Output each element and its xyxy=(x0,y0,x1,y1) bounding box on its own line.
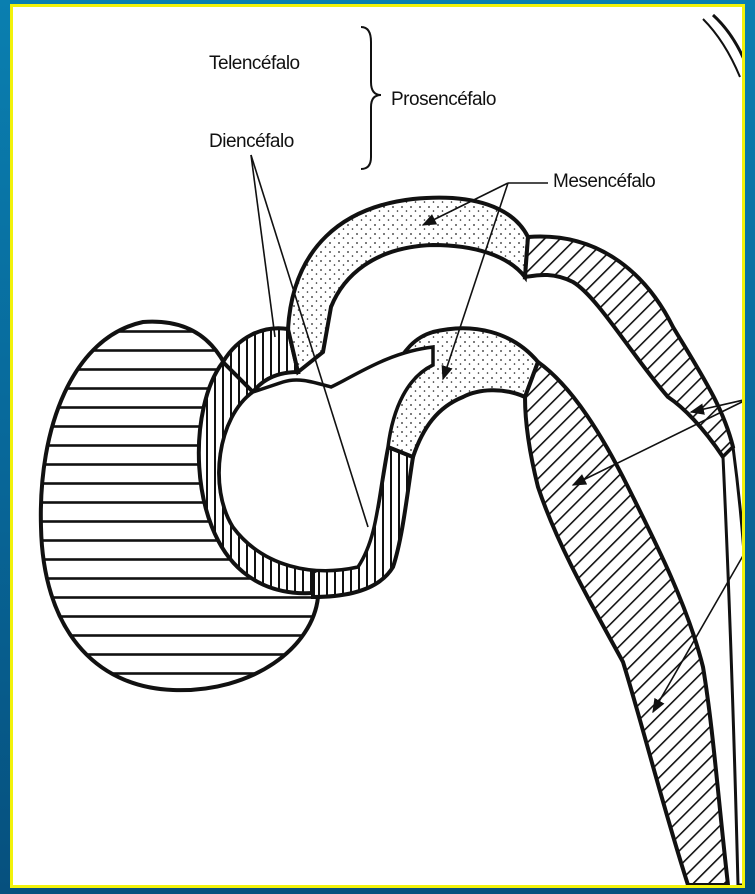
brain-vesicles-diagram: Telencéfalo Diencéfalo Prosencéfalo Mese… xyxy=(13,7,742,885)
outer-right-band xyxy=(723,447,742,885)
diagram-frame: Telencéfalo Diencéfalo Prosencéfalo Mese… xyxy=(10,4,745,888)
mesencephalon-lower xyxy=(386,328,538,457)
diencephalon-label: Diencéfalo xyxy=(209,131,294,152)
outer-wall-curve-inner xyxy=(703,19,740,77)
prosencephalon-bracket xyxy=(361,27,381,169)
diencephalon-leader-line-1 xyxy=(251,155,275,337)
prosencephalon-label: Prosencéfalo xyxy=(391,89,496,110)
outer-wall-curve xyxy=(713,15,742,69)
telencephalon-label: Telencéfalo xyxy=(209,53,300,74)
mesencephalon-label: Mesencéfalo xyxy=(553,171,655,192)
rhombencephalon-lower xyxy=(525,362,728,885)
